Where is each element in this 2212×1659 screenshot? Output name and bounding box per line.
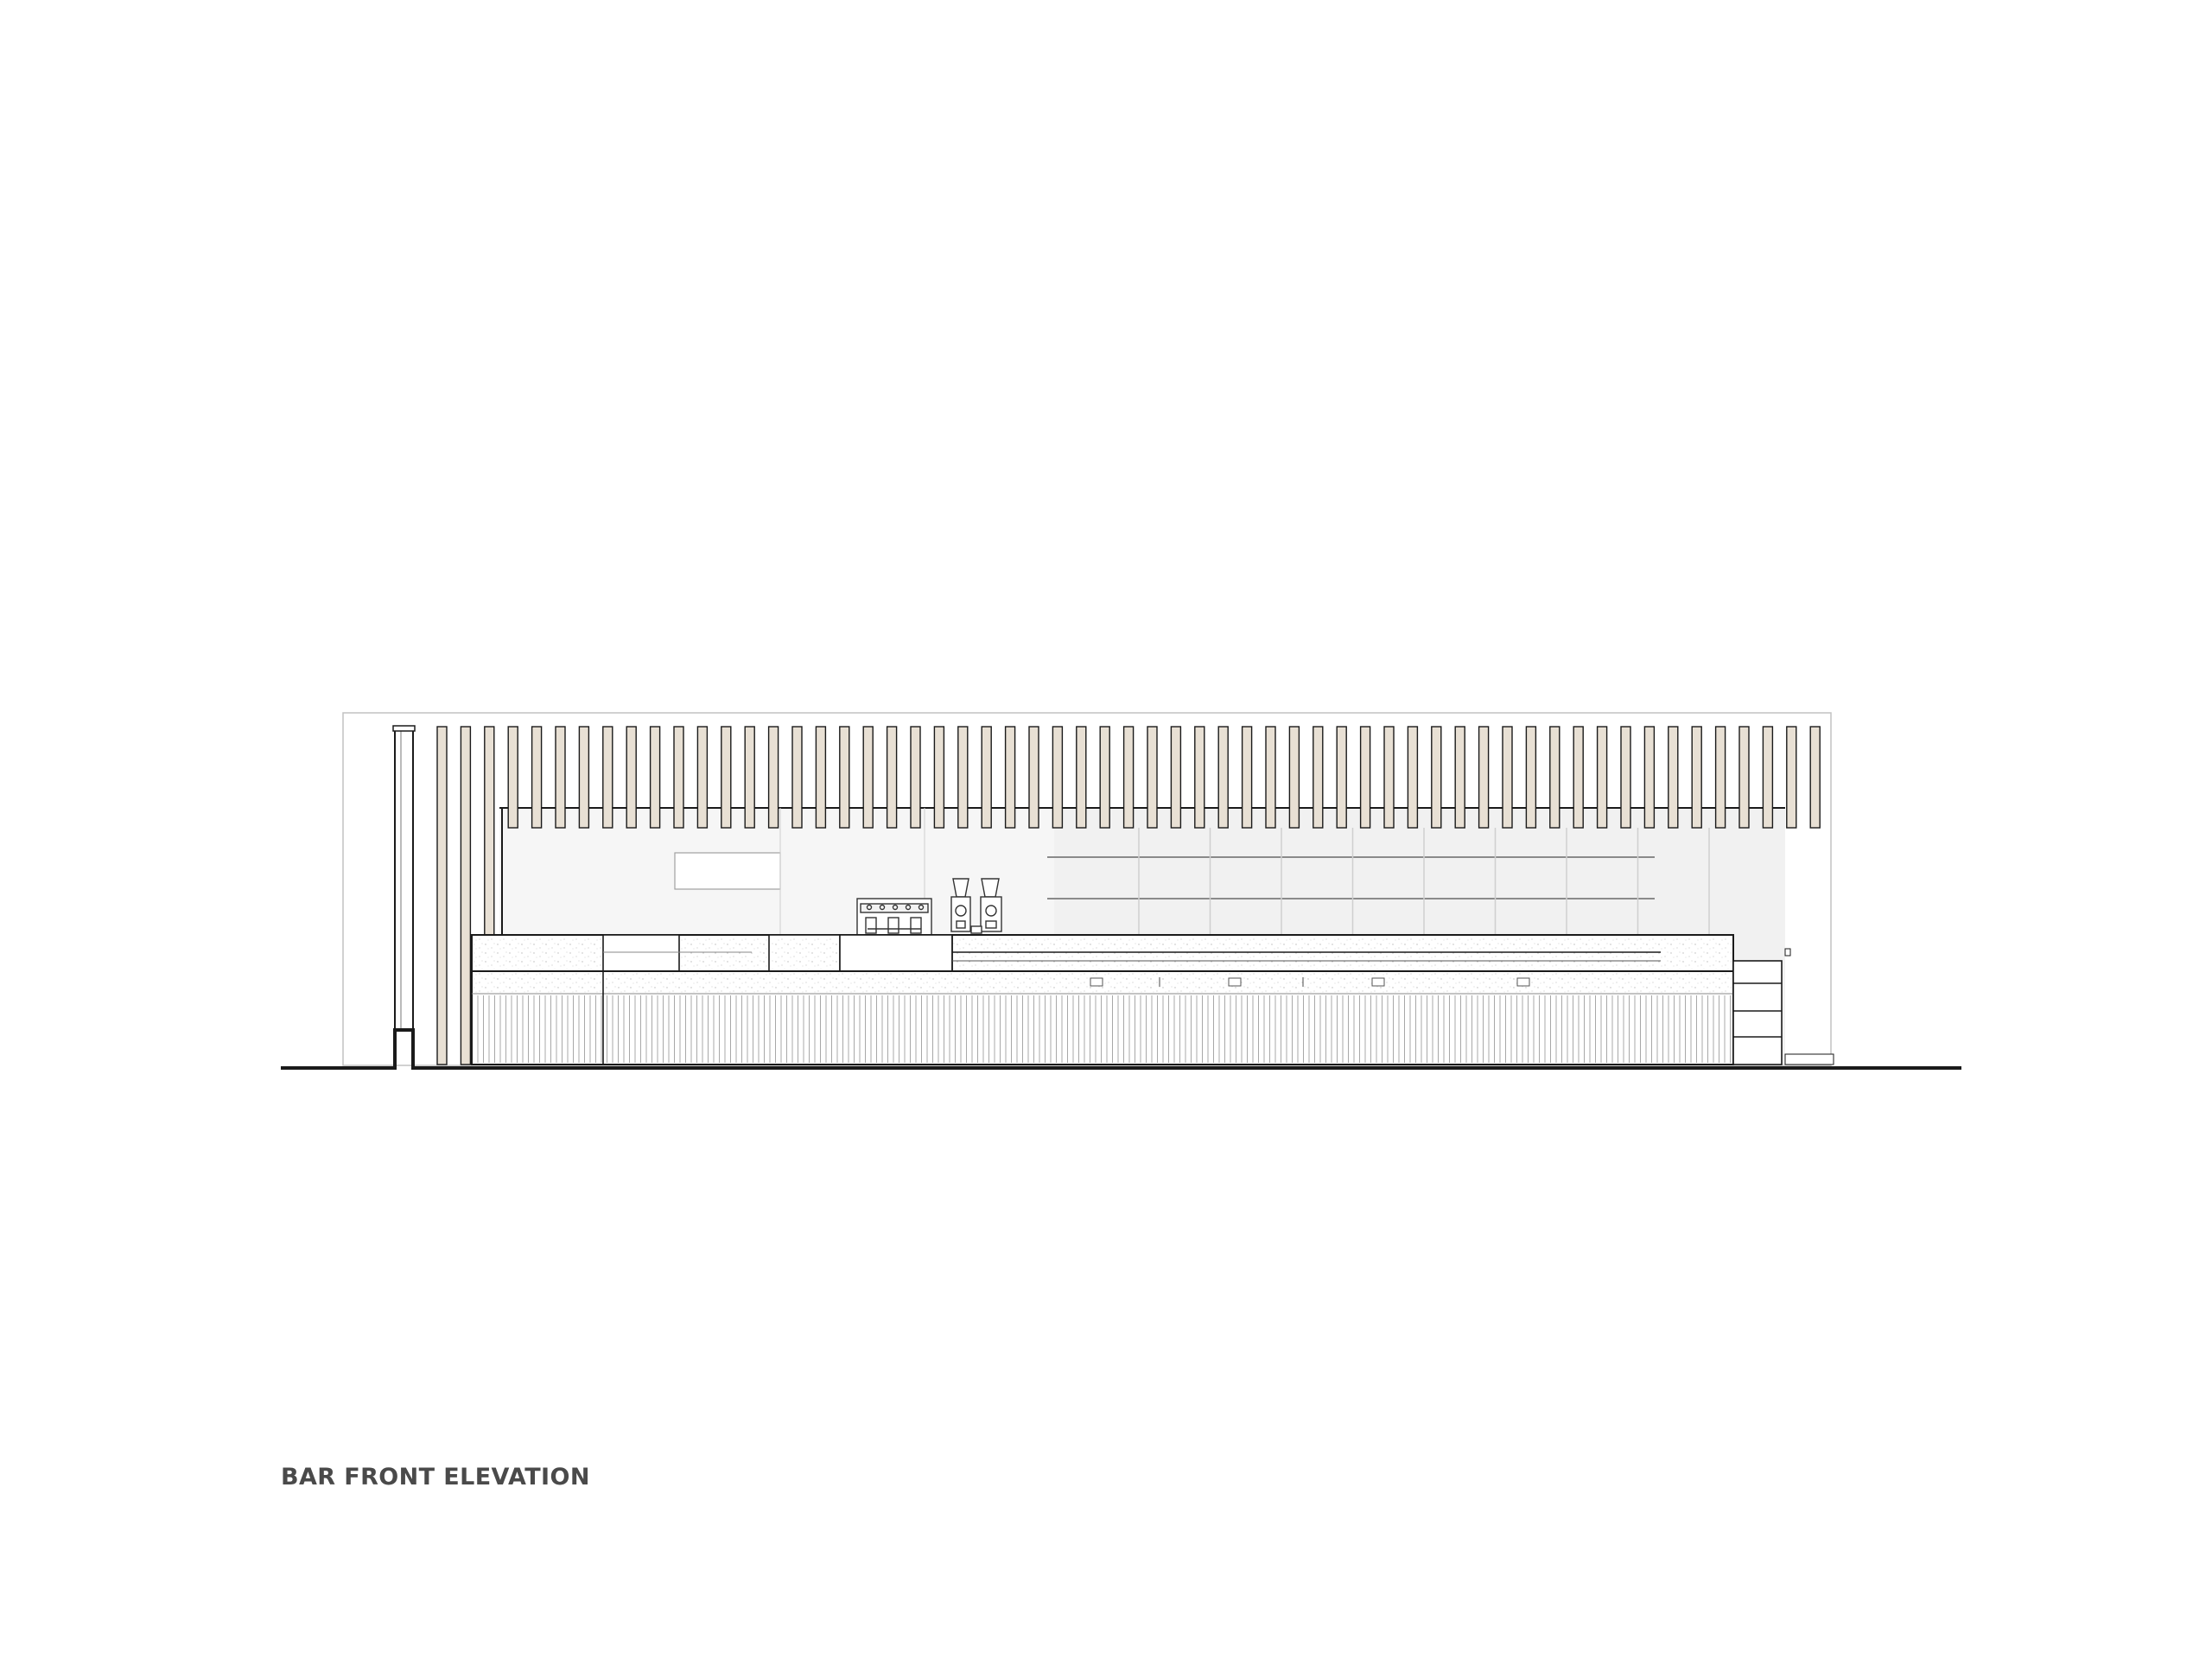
ceiling-slat	[1076, 726, 1087, 829]
ceiling-slat	[862, 726, 874, 829]
menu-board	[674, 852, 781, 890]
ceiling-slat	[1431, 726, 1442, 829]
ceiling-slat	[1028, 726, 1039, 829]
ceiling-slat	[886, 726, 898, 829]
ceiling-slat	[981, 726, 992, 829]
floor-line	[281, 1028, 1961, 1070]
counter-insert-stone	[771, 937, 838, 969]
ceiling-slat	[1738, 726, 1750, 829]
ceiling-slat	[507, 726, 518, 829]
ceiling-slat	[1170, 726, 1182, 829]
ceiling-slat	[531, 726, 543, 829]
outlet	[1371, 977, 1385, 987]
ceiling-slat	[1288, 726, 1300, 829]
ceiling-slat	[578, 726, 590, 829]
ceiling-slat	[1691, 726, 1702, 829]
ceiling-slat	[1549, 726, 1560, 829]
left-partition-cap	[392, 725, 416, 732]
ceiling-slat	[1454, 726, 1465, 829]
ceiling-slat	[1786, 726, 1797, 829]
ceiling-slat	[1313, 726, 1324, 829]
ceiling-slat	[1809, 726, 1821, 829]
ceiling-slat	[1147, 726, 1158, 829]
ceiling-slats	[436, 726, 1821, 1065]
ceiling-slat	[1336, 726, 1347, 829]
ceiling-slat	[1762, 726, 1774, 829]
ceiling-slat	[839, 726, 850, 829]
ceiling-slat	[696, 726, 709, 829]
ceiling-slat	[1525, 726, 1537, 829]
ceiling-slat	[1478, 726, 1490, 829]
ceiling-slat	[1668, 726, 1679, 829]
ceiling-slat	[1241, 726, 1253, 829]
ceiling-slat	[1620, 726, 1631, 829]
ceiling-slat	[957, 726, 969, 829]
end-cabinet	[1732, 948, 1834, 1065]
counter-outlets	[1090, 977, 1530, 987]
ceiling-slat	[1502, 726, 1513, 829]
ceiling-slat	[1573, 726, 1584, 829]
ceiling-slat	[933, 726, 945, 829]
ceiling-slat	[910, 726, 921, 829]
ceiling-slat	[744, 726, 755, 829]
ceiling-slat	[1122, 726, 1135, 829]
counter-insert	[839, 934, 953, 972]
coffee-grinder-left	[950, 878, 971, 932]
outlet	[1228, 977, 1242, 987]
ceiling-slat	[555, 726, 566, 829]
ceiling-slat	[791, 726, 803, 829]
ceiling-slat	[1004, 726, 1016, 829]
ceiling-slat	[602, 726, 613, 829]
ceiling-slat	[673, 726, 684, 829]
ceiling-slat	[1099, 726, 1110, 829]
coffee-grinder-right	[970, 878, 1002, 934]
outlet	[1090, 977, 1103, 987]
back-counter-stone-texture	[474, 937, 1732, 969]
ceiling-slat	[815, 726, 827, 829]
ceiling-slat	[436, 726, 448, 1065]
ceiling-slat	[1265, 726, 1276, 829]
ceiling-slat	[649, 726, 661, 829]
ceiling-slat	[1359, 726, 1371, 829]
counter-insert	[602, 934, 680, 972]
ceiling-slat	[767, 726, 779, 829]
ceiling-slat	[1643, 726, 1656, 829]
ceiling-slat	[1052, 726, 1064, 829]
ceiling-slat	[1407, 726, 1419, 829]
outlet	[1516, 977, 1530, 987]
ceiling-slat	[1194, 726, 1205, 829]
ceiling-slat	[1217, 726, 1229, 829]
ceiling-slat	[1383, 726, 1395, 829]
ceiling-slat	[1596, 726, 1608, 829]
drawing-title: BAR FRONT ELEVATION	[281, 1464, 590, 1491]
ceiling-slat	[1714, 726, 1726, 829]
ceiling-slat	[721, 726, 732, 829]
ceiling-slat	[460, 726, 472, 1065]
bar-fluted-panel	[474, 995, 1732, 1063]
espresso-machine	[856, 898, 932, 936]
glass-shelving	[1047, 828, 1710, 935]
ceiling-slat	[626, 726, 637, 829]
